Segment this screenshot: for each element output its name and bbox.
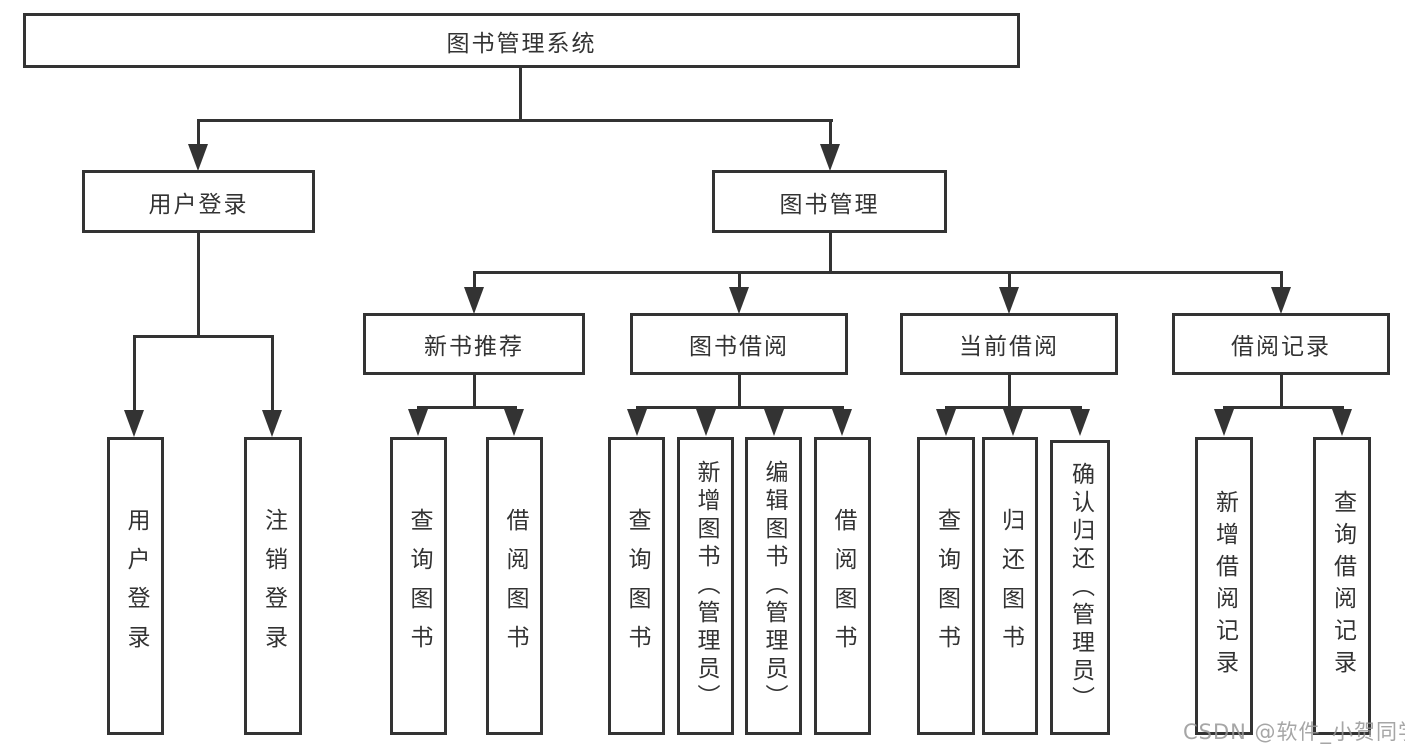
leaf-query-books-current: 查询图书 — [917, 437, 975, 735]
arrow-down-icon — [696, 409, 716, 436]
arrow-down-icon — [820, 144, 840, 171]
connector-hline — [1223, 406, 1344, 409]
leaf-add-books-admin: 新增图书（管理员） — [677, 437, 734, 735]
connector-vline — [473, 375, 476, 407]
leaf-logout: 注销登录 — [244, 437, 302, 735]
arrow-down-icon — [764, 409, 784, 436]
arrow-down-icon — [464, 287, 484, 314]
connector-vline — [1280, 271, 1283, 289]
arrow-down-icon — [504, 409, 524, 436]
leaf-return-books: 归还图书 — [982, 437, 1038, 735]
node-book-borrow: 图书借阅 — [630, 313, 848, 375]
node-label: 图书管理 — [779, 191, 880, 218]
arrow-down-icon — [1332, 409, 1352, 436]
node-root: 图书管理系统 — [23, 13, 1020, 68]
node-book-management: 图书管理 — [712, 170, 947, 233]
connector-vline — [1008, 375, 1011, 407]
leaf-query-books-recommend: 查询图书 — [390, 437, 447, 735]
node-label: 查询图书 — [933, 508, 960, 664]
connector-vline — [738, 375, 741, 407]
connector-vline — [473, 271, 476, 289]
arrow-down-icon — [999, 287, 1019, 314]
arrow-down-icon — [729, 287, 749, 314]
connector-hline — [945, 406, 1082, 409]
connector-vline — [738, 271, 741, 289]
connector-hline — [473, 271, 1283, 274]
node-label: 查询借阅记录 — [1329, 490, 1356, 682]
connector-hline — [417, 406, 517, 409]
node-label: 当前借阅 — [959, 334, 1059, 360]
csdn-watermark: CSDN @软件_小贺同学 — [1183, 720, 1405, 744]
node-label: 查询图书 — [624, 508, 650, 664]
node-label: 借阅图书 — [830, 508, 856, 664]
node-label: 借阅图书 — [502, 508, 528, 664]
arrow-down-icon — [627, 409, 647, 436]
node-label: 新书推荐 — [424, 334, 524, 360]
node-user-login: 用户登录 — [82, 170, 315, 233]
arrow-down-icon — [1214, 409, 1234, 436]
node-label: 图书借阅 — [689, 334, 789, 360]
node-label: 编辑图书（管理员） — [761, 460, 787, 712]
node-label: 新增图书（管理员） — [693, 460, 719, 712]
leaf-borrow-books-recommend: 借阅图书 — [486, 437, 543, 735]
node-borrow-records: 借阅记录 — [1172, 313, 1390, 375]
node-label: 新增借阅记录 — [1211, 490, 1238, 682]
node-label: 确认归还（管理员） — [1067, 461, 1094, 714]
node-label: 用户登录 — [148, 191, 249, 218]
node-new-book-recommend: 新书推荐 — [363, 313, 585, 375]
arrow-down-icon — [936, 409, 956, 436]
connector-vline — [133, 335, 136, 411]
connector-vline — [829, 233, 832, 272]
leaf-confirm-return-admin: 确认归还（管理员） — [1050, 440, 1110, 735]
node-label: 查询图书 — [406, 508, 432, 664]
node-label: 图书管理系统 — [446, 30, 597, 57]
node-label: 用户登录 — [123, 508, 149, 664]
connector-vline — [1280, 375, 1283, 407]
connector-hline — [133, 335, 274, 338]
arrow-down-icon — [262, 410, 282, 437]
node-label: 归还图书 — [997, 508, 1024, 664]
leaf-borrow-books: 借阅图书 — [814, 437, 871, 735]
connector-vline — [197, 119, 200, 146]
leaf-query-books-borrow: 查询图书 — [608, 437, 665, 735]
connector-vline — [829, 119, 832, 146]
arrow-down-icon — [124, 410, 144, 437]
arrow-down-icon — [1070, 409, 1090, 436]
arrow-down-icon — [1003, 409, 1023, 436]
arrow-down-icon — [832, 409, 852, 436]
leaf-add-borrow-record: 新增借阅记录 — [1195, 437, 1253, 735]
arrow-down-icon — [188, 144, 208, 171]
arrow-down-icon — [1271, 287, 1291, 314]
node-label: 注销登录 — [260, 508, 287, 664]
leaf-query-borrow-record: 查询借阅记录 — [1313, 437, 1371, 735]
connector-hline — [197, 119, 833, 122]
connector-vline — [197, 233, 200, 335]
leaf-edit-books-admin: 编辑图书（管理员） — [745, 437, 802, 735]
node-label: 借阅记录 — [1231, 334, 1331, 360]
leaf-user-login: 用户登录 — [107, 437, 164, 735]
connector-vline — [519, 68, 522, 120]
arrow-down-icon — [408, 409, 428, 436]
node-current-borrow: 当前借阅 — [900, 313, 1118, 375]
connector-vline — [1008, 271, 1011, 289]
connector-vline — [271, 335, 274, 411]
connector-hline — [636, 406, 844, 409]
